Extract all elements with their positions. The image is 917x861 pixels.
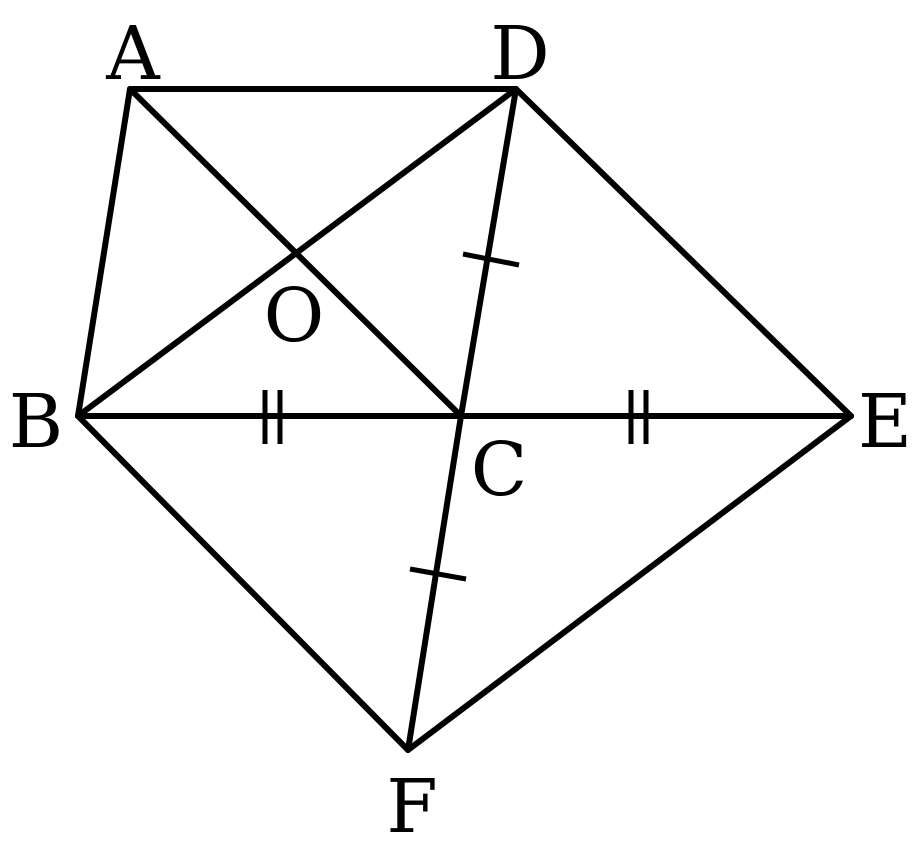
tick-mark-DC	[462, 251, 520, 268]
point-label-D: D	[490, 11, 549, 97]
segment-DC	[458, 86, 519, 419]
segment-DE	[513, 86, 854, 419]
point-label-E: E	[858, 379, 912, 465]
point-label-B: B	[9, 379, 63, 465]
point-label-F: F	[386, 764, 437, 850]
segment-CF	[405, 413, 464, 753]
segment-BF	[75, 413, 411, 753]
segment-AB	[75, 86, 133, 419]
double-tick-mark-CE	[628, 390, 649, 444]
point-label-C: C	[471, 427, 528, 513]
segment-BD	[75, 86, 519, 419]
point-label-O: O	[264, 273, 325, 359]
tick-mark-CF	[409, 566, 467, 582]
point-label-A: A	[105, 11, 161, 97]
double-tick-mark-BC	[262, 390, 283, 444]
segment-EF	[405, 413, 854, 753]
